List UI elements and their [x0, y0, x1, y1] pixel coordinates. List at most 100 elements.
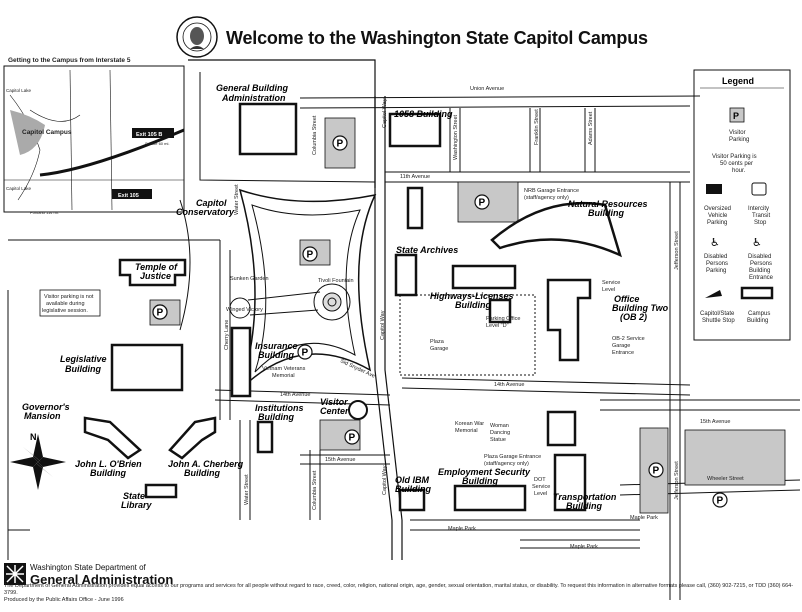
feature-sunken-garden: Sunken Garden	[230, 276, 269, 282]
notice-line-2: available during	[46, 301, 85, 307]
label-ob2-2: Building Two	[612, 303, 669, 313]
compass-n-label: N	[30, 432, 37, 442]
footer: The Department of General Administration…	[4, 583, 799, 604]
label-old-ibm-2: Building	[395, 484, 431, 494]
feature-nrb-1: NRB Garage Entrance	[524, 188, 579, 194]
feature-korean-2: Memorial	[455, 428, 478, 434]
legend-p-symbol: P	[733, 111, 739, 121]
feature-vietnam-1: Vietnam Veterans	[262, 366, 306, 372]
street-franklin: Franklin Street	[534, 109, 540, 145]
feature-plaza-entrance-2: (staff/agency only)	[484, 461, 529, 467]
legend-oversized-2: Vehicle	[708, 213, 728, 219]
legend-shuttle-icon	[705, 290, 722, 298]
inset-capitol-lake-top: Capitol Lake	[6, 88, 32, 93]
legend-transit-1: Intercity	[748, 206, 769, 212]
street-capitol-way-mid: Capitol Way	[380, 310, 386, 340]
legend-oversized-1: Oversized	[704, 206, 731, 212]
street-water: Water Street	[234, 184, 240, 215]
label-highways-2: Building	[455, 300, 491, 310]
parking-p-label: P	[302, 348, 309, 359]
label-legislative-2: Building	[65, 364, 101, 374]
feature-winged-victory: Winged Victory	[226, 307, 263, 313]
label-temple-2: Justice	[140, 271, 171, 281]
feature-dot-3: Level	[534, 491, 547, 497]
legend-oversized-3: Parking	[707, 220, 727, 226]
legend-disabled-parking-3: Parking	[706, 268, 726, 274]
parking-p-marker	[297, 344, 313, 360]
street-columbia-s: Columbia Street	[312, 470, 318, 510]
label-general-admin-2: Administration	[221, 93, 286, 103]
legend-disabled-parking-1: Disabled	[704, 254, 727, 260]
parking-p-label: P	[307, 250, 314, 261]
legend-visitor-parking-1: Visitor	[729, 130, 746, 136]
legend-building-2: Building	[747, 318, 768, 324]
agency-dept: Washington State Department of	[30, 563, 146, 572]
legend-building-swatch	[740, 286, 774, 300]
label-visitor-1: Visitor	[320, 397, 348, 407]
legend-shuttle-1: Capitol/State	[700, 311, 735, 317]
street-water-s: Water Street	[244, 474, 250, 505]
inset-capitol-campus: Capitol Campus	[22, 129, 72, 136]
feature-level-d-1: Parking Office	[486, 316, 520, 322]
street-jefferson: Jefferson Street	[674, 231, 680, 270]
inset-portland: Portland 114 mi.	[30, 210, 59, 215]
feature-tivoli-fountain: Tivoli Fountain	[318, 278, 354, 284]
footer-credit: Produced by the Public Affairs Office - …	[4, 597, 124, 603]
feature-ob2-service-3: Entrance	[612, 350, 634, 356]
feature-dot-1: DOT	[534, 477, 546, 483]
legend-transit-2: Transit	[752, 213, 770, 219]
street-15th-avenue: 15th Avenue	[325, 457, 355, 463]
parking-markers: PPPPPPPPP	[152, 135, 728, 508]
feature-service-level-1: Service	[602, 280, 620, 286]
legend-transit-3: Stop	[754, 220, 767, 226]
label-legislative-1: Legislative	[60, 354, 107, 364]
label-governors-1: Governor's	[22, 402, 70, 412]
label-general-admin-1: General Building	[216, 83, 289, 93]
feature-plaza-entrance-1: Plaza Garage Entrance	[484, 454, 541, 460]
parking-p-marker	[712, 492, 728, 508]
label-visitor-2: Center	[320, 406, 349, 416]
inset-heading: Getting to the Campus from Interstate 5	[8, 57, 131, 64]
parking-p-label: P	[349, 433, 356, 444]
label-institutions-2: Building	[258, 412, 294, 422]
label-employment-1: Employment Security	[438, 467, 531, 477]
label-insurance-2: Building	[258, 350, 294, 360]
feature-woman-2: Dancing	[490, 430, 510, 436]
legend-disabled-entrance-2: Persons	[750, 261, 772, 267]
feature-plaza-garage-1: Plaza	[430, 339, 445, 345]
label-conservatory-1: Capitol	[196, 198, 227, 208]
general-admin-building-shape	[238, 102, 298, 156]
label-1058: 1058 Building	[394, 109, 453, 119]
label-insurance-1: Insurance	[255, 341, 298, 351]
page-title: Welcome to the Washington State Capitol …	[226, 28, 648, 48]
label-ob2-3: (OB 2)	[620, 312, 647, 322]
street-capitol-way-low: Capitol Way	[382, 465, 388, 495]
parking-p-label: P	[157, 308, 164, 319]
feature-level-d-2: Level "D"	[486, 323, 509, 329]
street-cherry-lane: Cherry Lane	[224, 320, 230, 350]
agency-name: General Administration	[30, 572, 174, 587]
state-seal-icon	[176, 16, 218, 58]
inset-exit-105b: Exit 105 B	[136, 132, 162, 138]
parking-p-marker	[152, 304, 168, 320]
label-old-ibm-1: Old IBM	[395, 475, 429, 485]
street-washington: Washington Street	[453, 114, 459, 160]
label-cherberg-2: Building	[184, 468, 220, 478]
parking-p-label: P	[717, 496, 724, 507]
parking-p-label: P	[479, 198, 486, 209]
legend-visitor-parking-swatch	[729, 107, 745, 123]
street-wheeler: Wheeler Street	[707, 476, 744, 482]
label-natural-resources-2: Building	[588, 208, 624, 218]
label-state-library-2: Library	[121, 500, 153, 510]
legend-disabled-entrance-3: Building	[749, 268, 770, 274]
legend-disabled-entrance-icon: ♿	[752, 236, 762, 249]
label-state-archives: State Archives	[396, 245, 458, 255]
street-11th-avenue: 11th Avenue	[400, 174, 430, 180]
feature-woman-3: Statue	[490, 437, 506, 443]
label-obrien-2: Building	[90, 468, 126, 478]
visitor-parking-notice	[39, 289, 101, 317]
street-capitol-way-top: Capitol Way	[382, 98, 388, 128]
legend-oversized-icon	[706, 184, 722, 194]
label-transportation-2: Building	[566, 501, 602, 511]
